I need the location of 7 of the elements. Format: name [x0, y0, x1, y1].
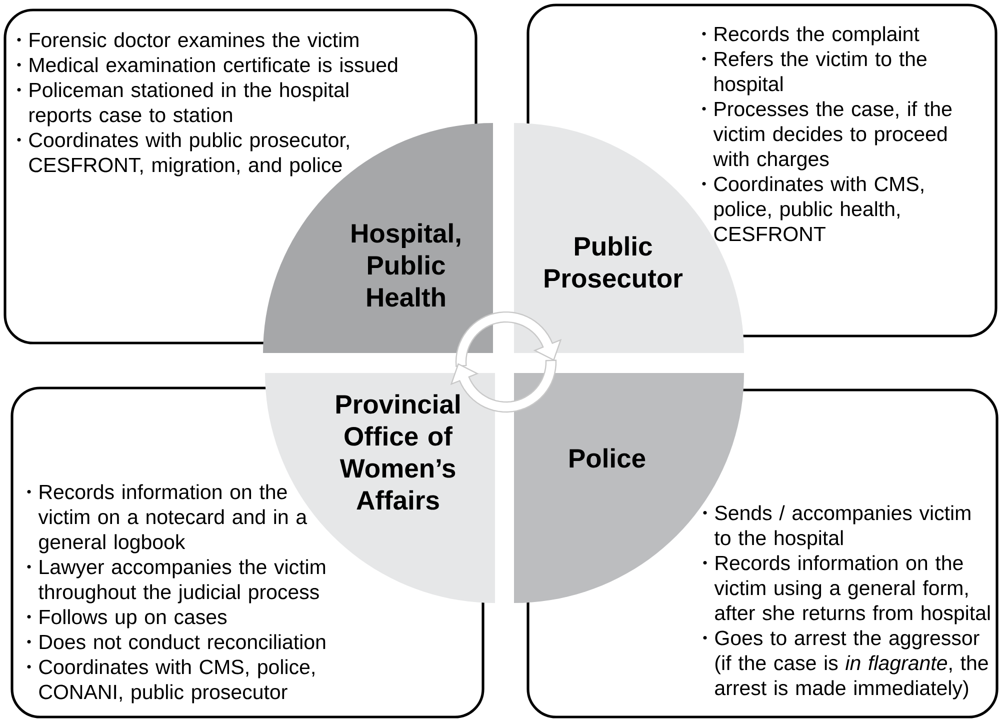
- node-label: Forensic doctor examines the victim: [30, 32, 358, 48]
- node-label: Does not conduct reconciliation: [40, 634, 326, 650]
- node-label: Coordinates with CMS, police, CONANI, public prosecutor: [39, 659, 314, 704]
- node-label: Follows up on cases: [40, 609, 227, 628]
- node-label: Medical examination certificate is issued: [30, 57, 398, 72]
- node-label: Refers the victim to the hospital: [714, 51, 926, 96]
- node-label: Records the complaint: [714, 26, 920, 46]
